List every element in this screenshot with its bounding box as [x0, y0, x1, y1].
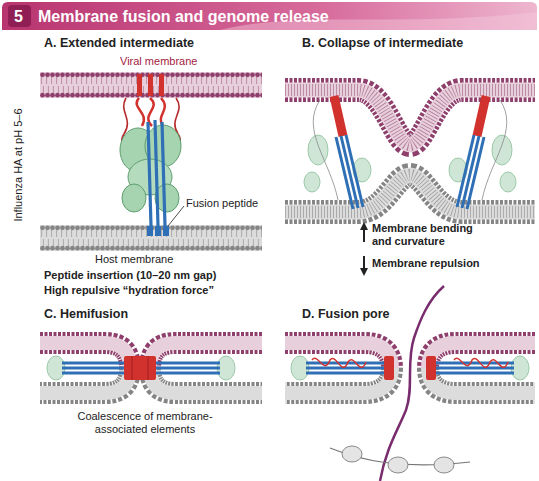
membrane-label: Viral membrane	[120, 55, 197, 68]
panel-title: C. Hemifusion	[44, 307, 128, 322]
ha2-helix	[306, 362, 384, 365]
ha2-helix-red	[334, 96, 343, 136]
panel-b-art	[285, 90, 535, 272]
host-membrane-tails	[285, 175, 535, 212]
panel-title: A. Extended intermediate	[44, 36, 194, 51]
viral-membrane	[40, 72, 262, 98]
helix-edge	[148, 356, 149, 380]
ha2-helix	[467, 137, 484, 209]
helix-edge	[132, 356, 133, 380]
panel-c-art	[40, 343, 262, 393]
part-label: Fusion peptide	[186, 197, 258, 210]
pore-helices	[426, 356, 436, 380]
note: Peptide insertion (10–20 nm gap)	[44, 269, 216, 282]
host-membrane-core	[150, 368, 262, 393]
ha2-helix	[148, 122, 151, 226]
host-membrane-core	[285, 175, 535, 212]
header-band	[2, 2, 537, 30]
viral-rna	[380, 286, 444, 481]
viral-membrane	[150, 343, 262, 368]
up-arrow	[363, 226, 365, 242]
force-label: Membrane bending and curvature	[372, 222, 478, 248]
unfolded-chain	[312, 358, 366, 367]
ha2-helix	[62, 367, 128, 370]
ha-head-domain	[304, 172, 320, 192]
panel-title: D. Fusion pore	[302, 307, 390, 322]
caption-note: Coalescence of membrane- associated elem…	[70, 410, 220, 436]
note: High repulsive “hydration force”	[44, 284, 214, 297]
ribonucleoprotein	[388, 457, 408, 473]
transmembrane-helix	[159, 74, 164, 96]
fusion-peptide	[147, 226, 153, 236]
panel-d-art	[285, 286, 535, 481]
number-box	[8, 5, 31, 27]
down-arrow	[363, 256, 365, 272]
fusion-peptide	[163, 226, 169, 236]
membrane-label: Host membrane	[95, 253, 173, 266]
ha-head-domain	[122, 184, 146, 212]
host-membrane	[285, 175, 535, 212]
ha2-helix	[306, 372, 384, 375]
leader-line	[168, 206, 184, 226]
ha2-helix	[436, 372, 514, 375]
ha2-helix-red	[477, 96, 486, 136]
viral-membrane-core	[150, 343, 262, 368]
linker-chain	[148, 98, 153, 126]
ha2-helix	[162, 122, 165, 226]
ha-head-domain	[500, 172, 516, 192]
ha2-helix	[336, 137, 353, 209]
ha2-helix	[62, 372, 128, 375]
panel-title: B. Collapse of intermediate	[302, 36, 463, 51]
stalk-helices	[124, 356, 156, 380]
figure-number: 5	[14, 7, 23, 26]
ribonucleoprotein	[342, 446, 362, 462]
ha-head-domain	[492, 135, 512, 165]
transmembrane-helix	[148, 74, 153, 96]
force-label: Membrane repulsion	[372, 257, 480, 270]
linker-chain	[161, 98, 165, 126]
pore-helices	[384, 356, 394, 380]
ha2-helix	[152, 367, 220, 370]
panel-a-art	[40, 72, 262, 251]
side-label: Influenza HA at pH 5–6	[12, 108, 25, 221]
fusion-peptide	[155, 226, 161, 236]
ha2-helix	[152, 362, 220, 365]
host-membrane	[40, 225, 262, 251]
ha2-helix	[436, 362, 514, 365]
ha-head-domain	[308, 135, 328, 165]
ha2-helix	[62, 362, 128, 365]
transmembrane-helix	[137, 74, 142, 96]
ha2-helix	[152, 372, 220, 375]
unfolded-chain	[454, 358, 508, 367]
linker-chain	[137, 98, 144, 126]
ribonucleoprotein	[434, 457, 454, 473]
figure-title: Membrane fusion and genome release	[38, 7, 329, 26]
host-membrane	[150, 368, 262, 393]
ha2-helix	[155, 120, 158, 226]
